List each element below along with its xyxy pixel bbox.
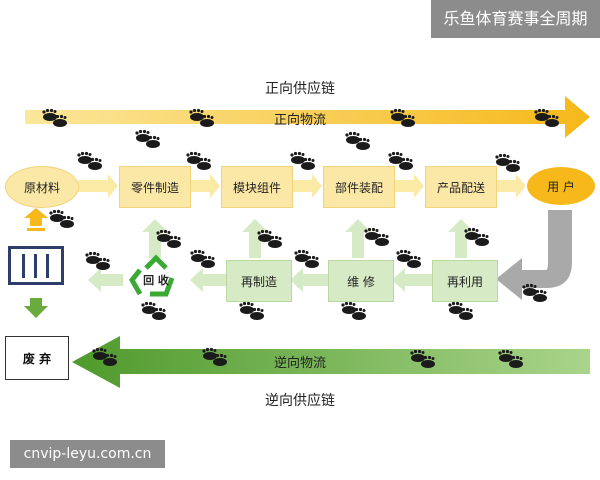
node-module-assembly: 模块组件 (221, 166, 293, 208)
reverse-flow-label: 逆向物流 (273, 356, 326, 371)
node-remanufacture: 再制造 (226, 260, 292, 302)
node-product-distribution: 产品配送 (425, 166, 497, 208)
node-waste: 废 弃 (5, 336, 69, 380)
footprint-icons (42, 108, 559, 368)
bin-icon (8, 246, 64, 285)
forward-connectors (78, 174, 526, 198)
forward-flow-label: 正向物流 (273, 113, 326, 128)
node-recycle: 回 收 (143, 274, 169, 287)
return-arrow (496, 210, 572, 300)
watermark-top: 乐鱼体育赛事全周期 (431, 0, 600, 38)
node-raw-material: 原材料 (5, 166, 79, 208)
watermark-bottom: cnvip-leyu.com.cn (10, 440, 165, 468)
forward-chain-label: 正向供应链 (265, 81, 335, 97)
node-user: 用 户 (527, 167, 595, 205)
node-component-assembly: 部件装配 (323, 166, 395, 208)
node-reuse: 再利用 (432, 260, 498, 302)
down-arrow (24, 298, 48, 318)
reverse-connectors (88, 268, 433, 292)
reverse-flow-arrow (72, 336, 590, 388)
reverse-vertical-arrows (142, 219, 474, 258)
up-arrow (24, 208, 48, 226)
node-repair: 维 修 (328, 260, 394, 302)
recycle-icon (128, 254, 175, 297)
reverse-chain-label: 逆向供应链 (265, 393, 335, 409)
forward-flow-arrow (25, 96, 590, 138)
node-parts-manufacturing: 零件制造 (119, 166, 191, 208)
